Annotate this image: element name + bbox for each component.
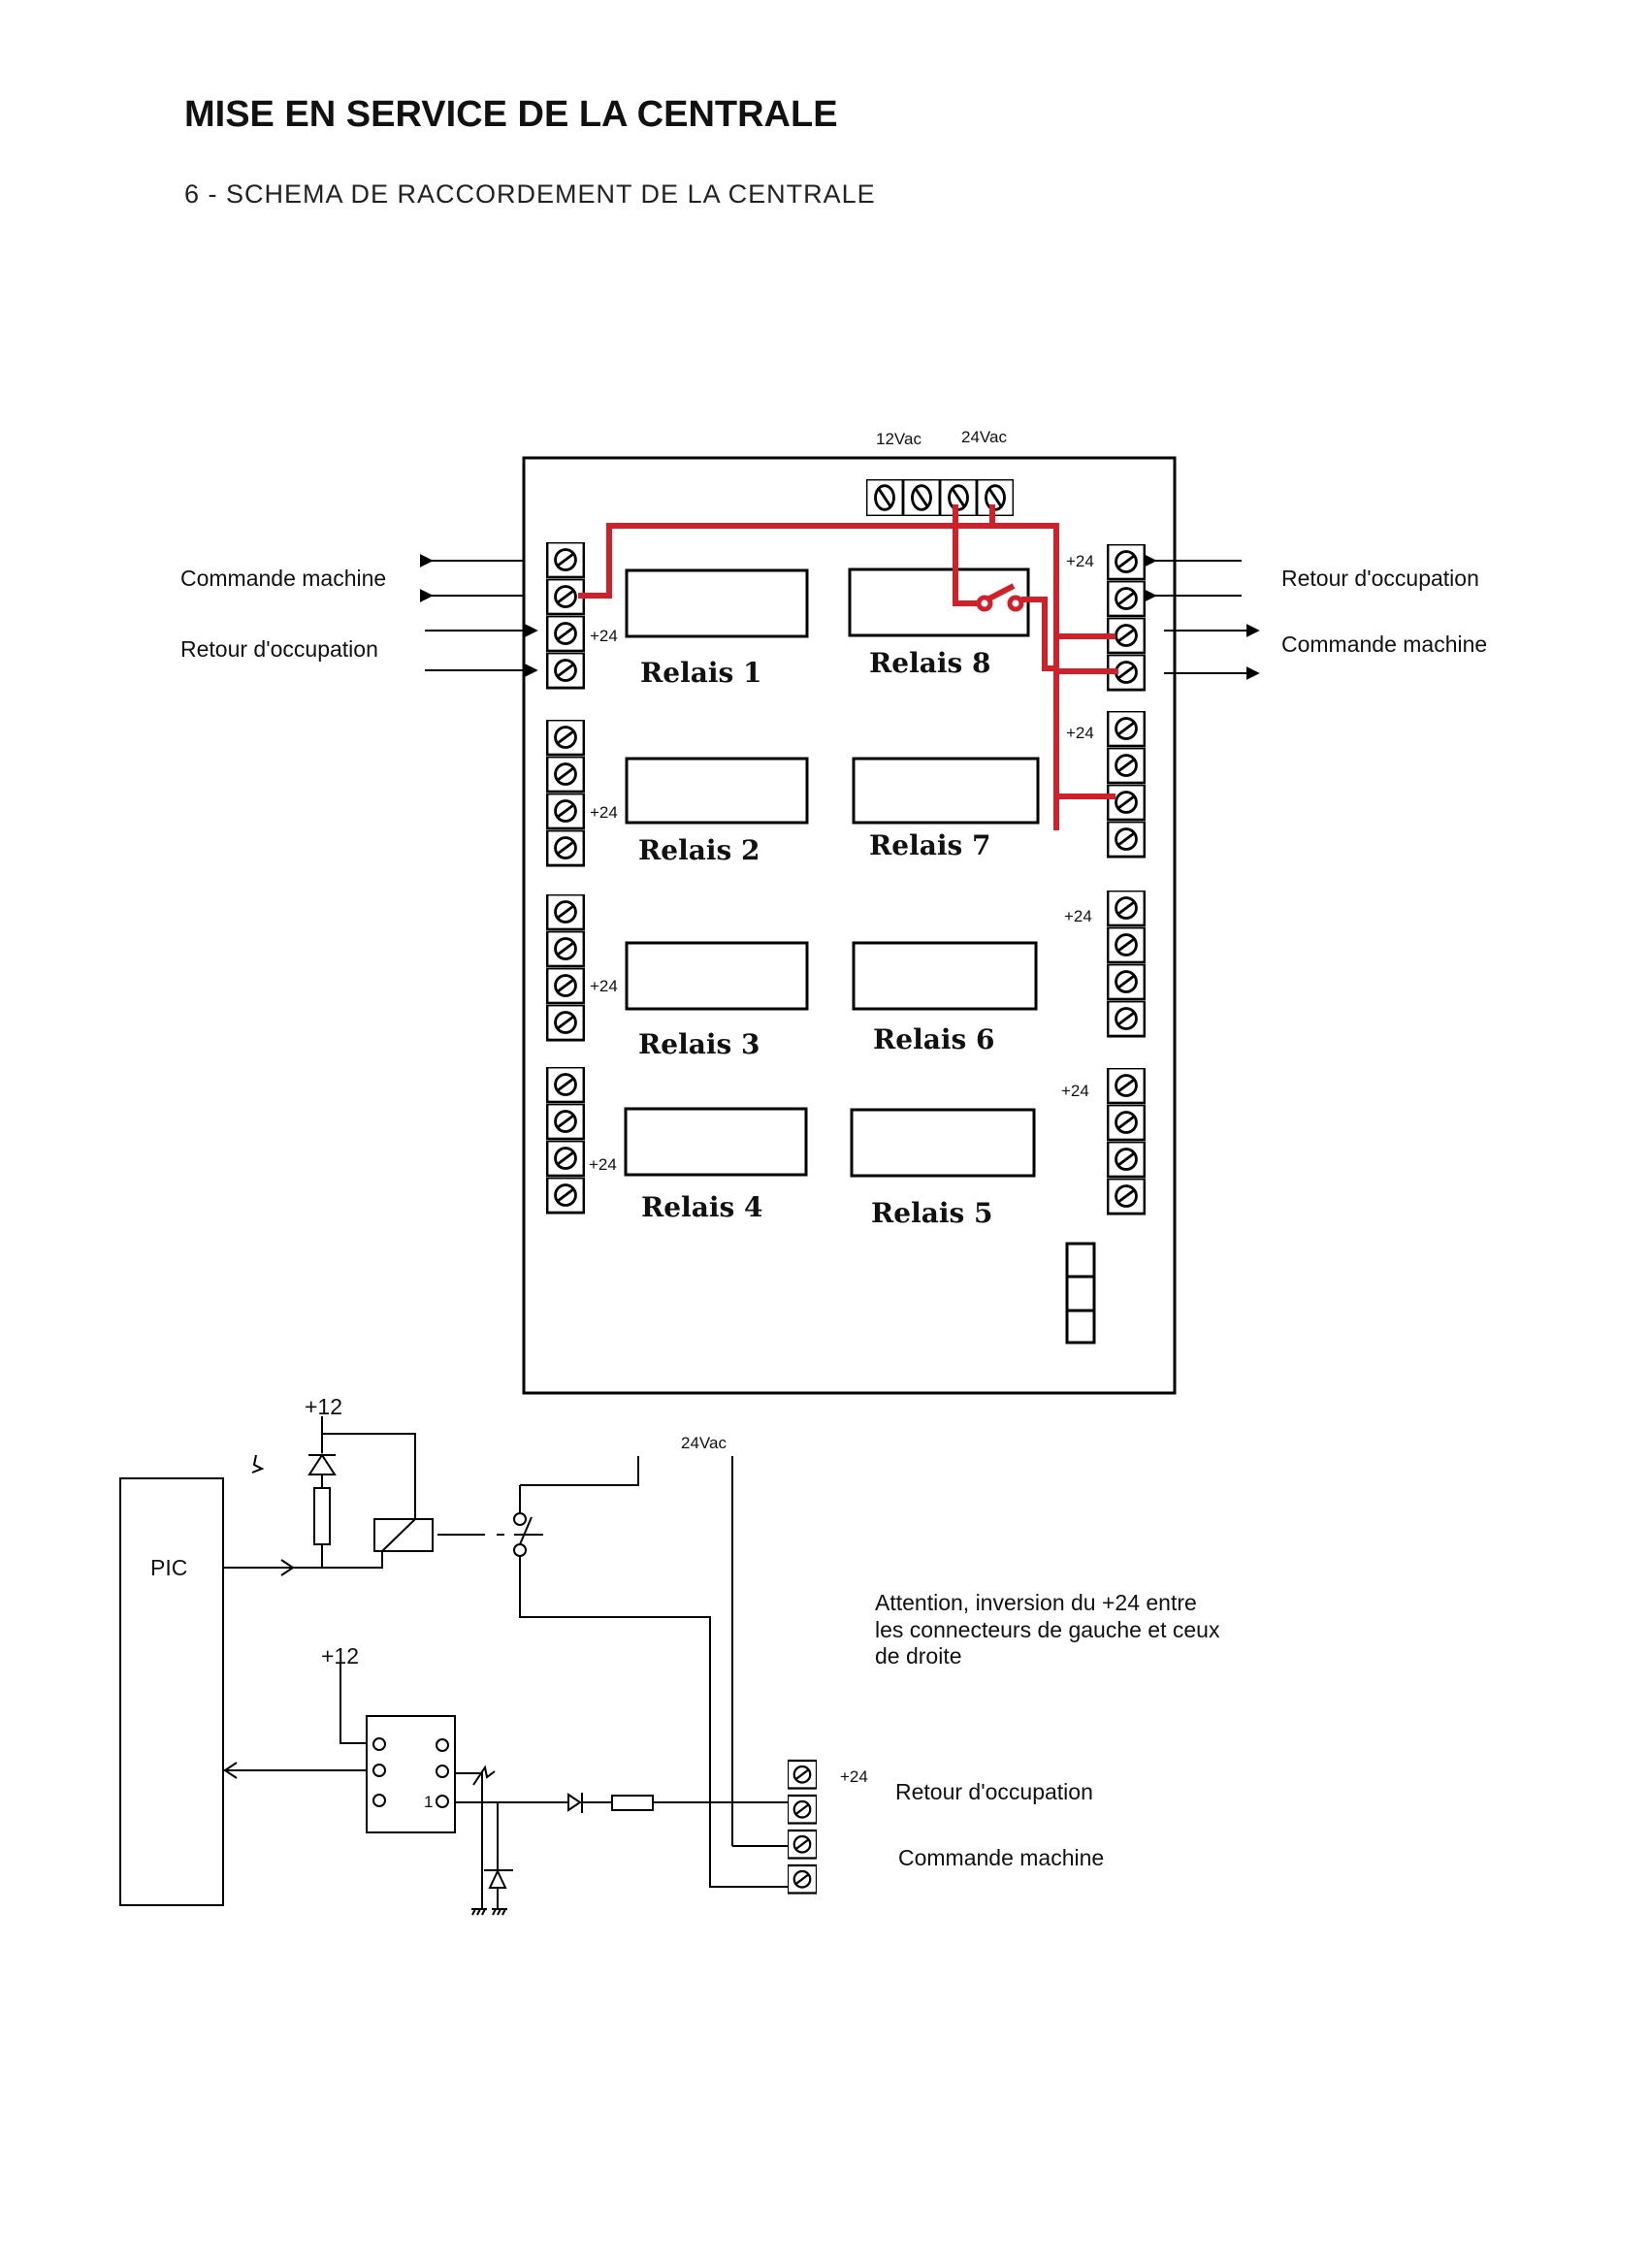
red-wiring <box>578 504 1118 830</box>
screw-terminal-icon <box>1107 822 1146 859</box>
left-terminal-blocks <box>546 542 585 1215</box>
note-line-3: de droite <box>875 1643 962 1669</box>
left-command-label: Commande machine <box>180 566 386 591</box>
relay-2-box <box>625 757 809 825</box>
screw-terminal-icon <box>788 1794 817 1825</box>
relay-5-label: Relais 5 <box>871 1197 993 1229</box>
document-title: MISE EN SERVICE DE LA CENTRALE <box>184 94 838 135</box>
screw-terminal-icon <box>1107 711 1146 748</box>
screw-terminal-icon <box>1107 891 1146 927</box>
led-icon <box>567 1793 582 1812</box>
resistor-icon <box>611 1795 654 1811</box>
ac-label: 24Vac <box>681 1434 727 1452</box>
screw-terminal-icon <box>866 479 903 516</box>
relay-4-box <box>624 1107 808 1177</box>
screw-terminal-icon <box>546 968 585 1005</box>
screw-terminal-icon <box>546 653 585 690</box>
screw-terminal-icon <box>1107 927 1146 964</box>
screw-terminal-icon <box>546 1104 585 1141</box>
relay-3-label: Relais 3 <box>638 1028 760 1060</box>
lower-schematic: PIC +12 24Vac +12 <box>119 1394 1220 1916</box>
relay-3-box <box>625 941 809 1011</box>
screw-terminal-icon <box>546 931 585 968</box>
connector-plus24-label: +24 <box>840 1767 868 1786</box>
switch-contact-icon <box>513 1543 527 1557</box>
relay-7-box <box>852 757 1040 825</box>
screw-terminal-icon <box>1107 1001 1146 1038</box>
document-subtitle: 6 - SCHEMA DE RACCORDEMENT DE LA CENTRAL… <box>184 179 876 209</box>
plus24-label: +24 <box>590 803 618 822</box>
relay-8-box <box>848 567 1030 637</box>
right-command-label: Commande machine <box>1281 632 1487 657</box>
label-24vac: 24Vac <box>961 428 1007 446</box>
screw-terminal-icon <box>546 1141 585 1178</box>
supply-label-12v: +12 <box>305 1394 342 1419</box>
pic-box <box>119 1477 224 1906</box>
board-outline <box>522 456 1177 1395</box>
note-line-2: les connecteurs de gauche et ceux <box>875 1617 1220 1642</box>
plus24-label: +24 <box>1066 724 1094 742</box>
screw-terminal-icon <box>546 542 585 579</box>
screw-terminal-icon <box>546 794 585 830</box>
screw-terminal-icon <box>546 894 585 931</box>
note-line-1: Attention, inversion du +24 entre <box>875 1590 1197 1615</box>
plus24-label: +24 <box>1064 907 1092 925</box>
right-feedback-label: Retour d'occupation <box>1281 566 1479 591</box>
plus24-label: +24 <box>589 1155 617 1174</box>
screw-terminal-icon <box>546 757 585 794</box>
relay-6-label: Relais 6 <box>873 1023 995 1055</box>
label-12vac: 12Vac <box>876 430 922 448</box>
screw-terminal-icon <box>1107 785 1146 822</box>
screw-terminal-icon <box>546 1005 585 1042</box>
screw-terminal-icon <box>546 616 585 653</box>
relay-1-label: Relais 1 <box>640 657 762 689</box>
resistor-icon <box>313 1487 331 1545</box>
screw-terminal-icon <box>546 1178 585 1215</box>
screw-terminal-icon <box>903 479 940 516</box>
diode-icon <box>488 1868 507 1889</box>
screw-terminal-icon <box>788 1863 817 1895</box>
screw-terminal-icon <box>546 1067 585 1104</box>
relay-coil-icon <box>373 1518 434 1552</box>
connector-feedback-label: Retour d'occupation <box>895 1779 1093 1804</box>
screw-terminal-icon <box>1107 1105 1146 1142</box>
screw-terminal-icon <box>1107 748 1146 785</box>
screw-terminal-icon <box>1107 581 1146 618</box>
screw-terminal-icon <box>1107 1068 1146 1105</box>
screw-terminal-icon <box>546 720 585 757</box>
screw-terminal-icon <box>1107 544 1146 581</box>
left-arrows <box>419 554 538 677</box>
screw-terminal-icon <box>788 1829 817 1860</box>
screw-terminal-icon <box>1107 1142 1146 1179</box>
relay-7-label: Relais 7 <box>869 829 991 861</box>
plus24-label: +24 <box>1066 552 1094 570</box>
screw-terminal-icon <box>1107 964 1146 1001</box>
relay-8-label: Relais 8 <box>869 647 991 679</box>
led-icon <box>307 1453 337 1475</box>
right-terminal-blocks <box>1107 544 1146 1215</box>
opto-pin-label: 1 <box>424 1793 433 1811</box>
screw-terminal-icon <box>1107 1179 1146 1215</box>
relay-6-box <box>852 941 1038 1011</box>
pic-label: PIC <box>150 1555 187 1580</box>
relay-1-box <box>625 568 809 638</box>
plus24-label: +24 <box>590 627 618 645</box>
switch-contact-icon <box>513 1512 527 1526</box>
left-feedback-label: Retour d'occupation <box>180 636 378 662</box>
relay-4-label: Relais 4 <box>641 1191 763 1223</box>
optocoupler-box <box>366 1715 456 1833</box>
connector-command-label: Commande machine <box>898 1845 1104 1870</box>
screw-terminal-icon <box>546 830 585 867</box>
jumper-block <box>1065 1242 1096 1345</box>
relay-5-box <box>850 1108 1036 1178</box>
relay-2-label: Relais 2 <box>638 834 760 866</box>
plus24-label: +24 <box>590 977 618 995</box>
ground-icon <box>471 1908 506 1916</box>
right-arrows <box>1143 554 1260 680</box>
screw-terminal-icon <box>788 1759 817 1790</box>
plus24-label: +24 <box>1061 1082 1089 1100</box>
